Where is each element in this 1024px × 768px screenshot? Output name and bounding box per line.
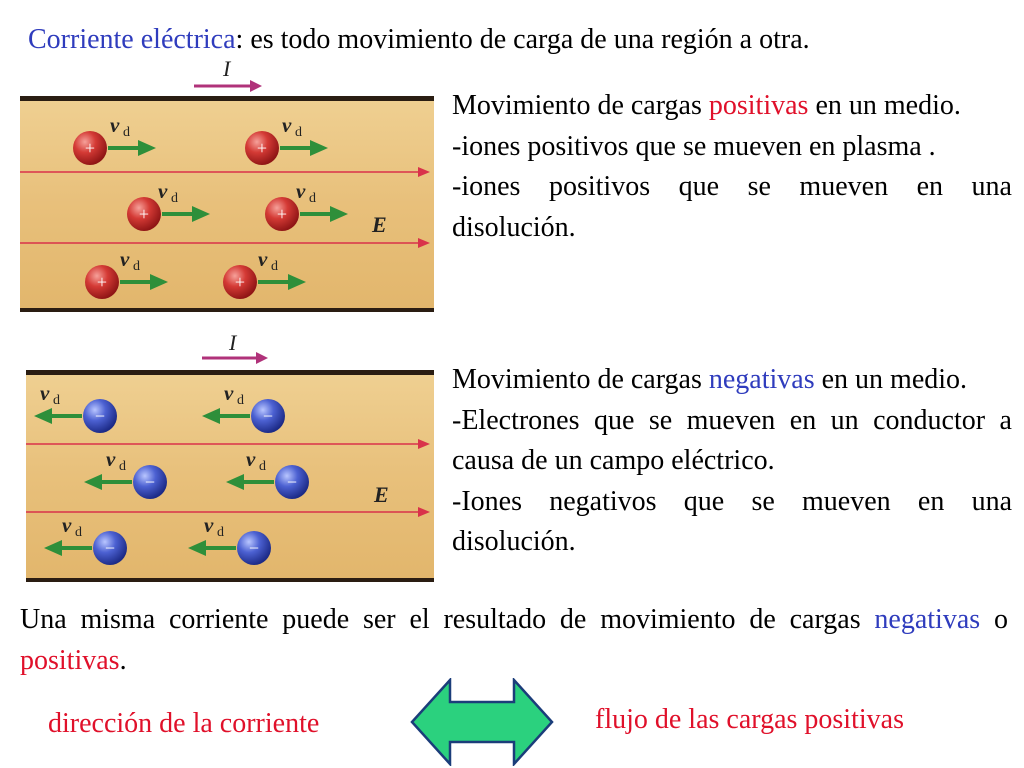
summary-end: . xyxy=(119,644,127,676)
summary-text: Una misma corriente puede ser el resulta… xyxy=(20,600,1008,681)
current-arrow: I xyxy=(202,330,268,364)
drift-velocity-label: v xyxy=(246,447,256,471)
negative-example-solution: -Iones negativos que se mueven en una di… xyxy=(452,485,1012,558)
drift-subscript: d xyxy=(75,525,82,540)
plus-sign: + xyxy=(257,138,267,158)
drift-velocity-label: v xyxy=(158,179,168,203)
title-definition: : es todo movimiento de carga de una reg… xyxy=(235,24,810,55)
minus-sign: − xyxy=(249,538,259,558)
positive-charge: + v d xyxy=(73,113,156,165)
summary-connector: o xyxy=(980,604,1008,635)
current-direction-label: dirección de la corriente xyxy=(48,708,320,739)
positive-charge: + v d xyxy=(265,179,348,231)
positive-example-plasma: -iones positivos que se mueven en plasma… xyxy=(452,130,936,162)
double-arrow-icon xyxy=(410,678,554,766)
minus-sign: − xyxy=(263,406,273,426)
intro-prefix: Movimiento de cargas xyxy=(452,364,709,395)
summary-prefix: Una misma corriente puede ser el resulta… xyxy=(20,604,875,635)
positive-charge: + v d xyxy=(85,247,168,299)
plus-sign: + xyxy=(139,204,149,224)
drift-velocity-label: v xyxy=(224,381,234,405)
drift-subscript: d xyxy=(309,191,316,206)
field-lines xyxy=(20,167,430,248)
current-label: I xyxy=(228,330,238,355)
negative-charges-figure: I E − v d − v d − v d − v d − v d xyxy=(26,330,434,582)
plus-sign: + xyxy=(277,204,287,224)
drift-velocity-label: v xyxy=(282,113,292,137)
negative-charge: − v d xyxy=(34,381,117,433)
positive-charges-figure: I E + v d + v d + v d + v d + v d xyxy=(20,56,434,312)
drift-subscript: d xyxy=(119,459,126,474)
drift-velocity-label: v xyxy=(106,447,116,471)
negative-charge: − v d xyxy=(44,513,127,565)
positive-flow-label: flujo de las cargas positivas xyxy=(595,704,904,735)
negative-charge: − v d xyxy=(202,381,285,433)
positive-example-solution: -iones positivos que se mueven en una di… xyxy=(452,171,1012,243)
intro-suffix: en un medio. xyxy=(814,364,968,395)
positive-charges-text: Movimiento de cargas positivas en un med… xyxy=(452,86,1012,248)
negative-intro: Movimiento de cargas negativas en un med… xyxy=(452,360,1012,401)
minus-sign: − xyxy=(105,538,115,558)
plus-sign: + xyxy=(97,272,107,292)
drift-velocity-label: v xyxy=(296,179,306,203)
current-arrow: I xyxy=(194,56,262,92)
drift-velocity-label: v xyxy=(62,513,72,537)
drift-subscript: d xyxy=(123,125,130,140)
highlight-negativas: negativas xyxy=(708,364,815,395)
positive-charge: + v d xyxy=(127,179,210,231)
drift-subscript: d xyxy=(237,393,244,408)
negative-example-electrons: -Electrones que se mueven en un conducto… xyxy=(452,404,1012,477)
highlight-positivas: positivas xyxy=(708,90,809,121)
title-term: Corriente eléctrica xyxy=(28,24,236,55)
minus-sign: − xyxy=(145,472,155,492)
negative-charge: − v d xyxy=(226,447,309,499)
drift-velocity-label: v xyxy=(120,247,130,271)
plus-sign: + xyxy=(85,138,95,158)
current-label: I xyxy=(222,56,232,81)
field-label: E xyxy=(371,212,387,237)
drift-subscript: d xyxy=(171,191,178,206)
summary-negativas: negativas xyxy=(874,604,981,635)
drift-subscript: d xyxy=(217,525,224,540)
drift-velocity-label: v xyxy=(258,247,268,271)
positive-charge: + v d xyxy=(245,113,328,165)
drift-subscript: d xyxy=(133,259,140,274)
drift-subscript: d xyxy=(259,459,266,474)
negative-charge: − v d xyxy=(188,513,271,565)
positive-intro: Movimiento de cargas positivas en un med… xyxy=(452,86,1012,127)
drift-velocity-label: v xyxy=(40,381,50,405)
drift-subscript: d xyxy=(53,393,60,408)
intro-suffix: en un medio. xyxy=(808,90,961,121)
drift-velocity-label: v xyxy=(110,113,120,137)
negative-charges-text: Movimiento de cargas negativas en un med… xyxy=(452,360,1012,563)
minus-sign: − xyxy=(95,406,105,426)
summary-positivas: positivas xyxy=(20,644,120,676)
intro-prefix: Movimiento de cargas xyxy=(452,90,709,121)
positive-charge: + v d xyxy=(223,247,306,299)
drift-velocity-label: v xyxy=(204,513,214,537)
field-label: E xyxy=(373,482,389,507)
drift-subscript: d xyxy=(295,125,302,140)
page-title: Corriente eléctrica: es todo movimiento … xyxy=(28,20,810,60)
field-lines xyxy=(26,439,430,517)
minus-sign: − xyxy=(287,472,297,492)
plus-sign: + xyxy=(235,272,245,292)
negative-charge: − v d xyxy=(84,447,167,499)
drift-subscript: d xyxy=(271,259,278,274)
